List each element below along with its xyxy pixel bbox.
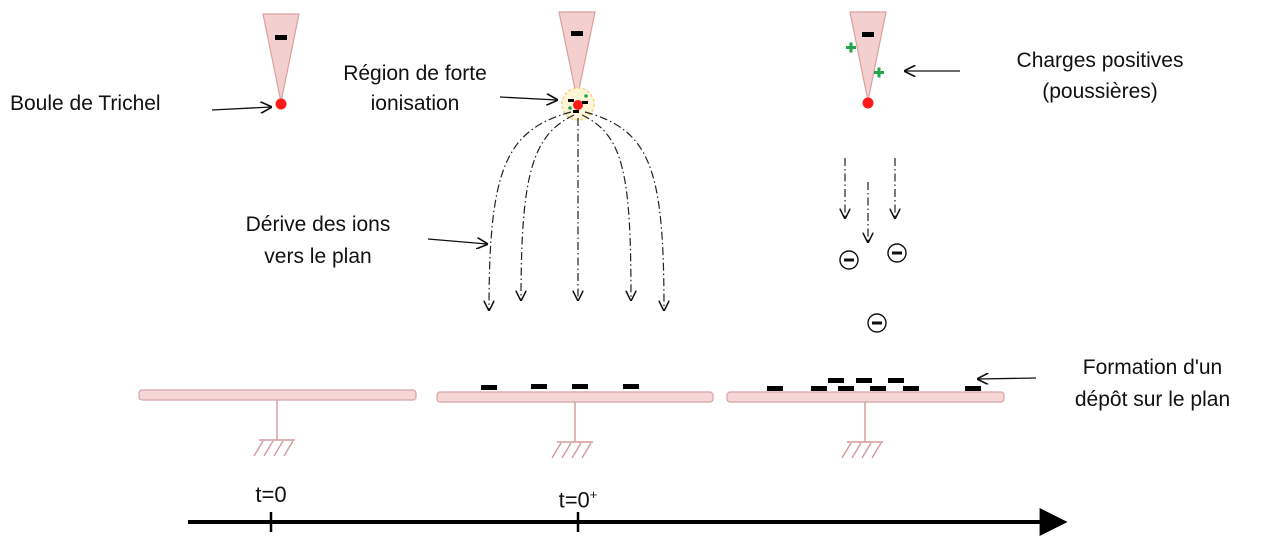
falling-drift-lines [845, 158, 895, 242]
positive-charge [584, 94, 588, 98]
ionisation-core [573, 100, 583, 110]
deposited-charge [572, 384, 588, 389]
positive-charge-icon [874, 67, 884, 78]
ground-symbol-3 [841, 402, 883, 459]
trichel-ball-label: Boule de Trichel [10, 92, 161, 115]
panel-t0plus [427, 11, 714, 459]
field-line [489, 111, 572, 310]
negative-dust-icon [867, 313, 887, 333]
deposited-charge [481, 385, 497, 390]
timeline-label-t0plus-text: t=0 [558, 487, 590, 513]
negative-dust-icon [839, 250, 859, 270]
field-line [584, 111, 664, 310]
deposited-charge [811, 386, 827, 391]
deposited-charge [888, 378, 904, 383]
needle-tip-2 [558, 11, 596, 100]
drift-label-line1: Dérive des ions [245, 213, 391, 236]
drift-label-line2: vers le plan [264, 245, 372, 268]
positive-charge [568, 106, 572, 110]
negative-dust-icon [887, 243, 907, 263]
timeline-label-t0plus-sup: + [589, 487, 598, 502]
negative-charge [275, 35, 287, 40]
trichel-ball [275, 98, 287, 110]
drift-pointer-arrow [427, 239, 487, 244]
timeline-label-t0plus: t=0+ [538, 482, 618, 513]
trichel-ball [862, 97, 874, 109]
positive-charge-icon [846, 42, 856, 53]
needle-tip-3 [849, 11, 887, 102]
deposit-label-line2: dépôt sur le plan [1074, 388, 1231, 411]
deposited-charge [828, 378, 844, 383]
positive-charges-label-line1: Charges positives [1016, 49, 1184, 72]
panel-t0 [138, 13, 417, 457]
ionisation-label-line2: ionisation [370, 92, 460, 115]
deposited-charge [531, 384, 547, 389]
ground-plane-3 [726, 391, 1005, 403]
deposit-pointer-arrow [978, 378, 1037, 379]
deposit-label-line1: Formation d'un [1082, 356, 1223, 379]
negative-charge [571, 31, 583, 36]
ionisation-label-line1: Région de forte [343, 62, 487, 85]
ionisation-pointer-arrow [499, 97, 557, 100]
needle-tip-1 [262, 13, 300, 103]
negative-charge [568, 99, 574, 102]
field-line [581, 114, 631, 300]
timeline-label-t0: t=0 [255, 482, 287, 507]
deposited-charge [903, 386, 919, 391]
field-line [521, 114, 575, 300]
deposited-charge [623, 384, 639, 389]
ground-plane-2 [436, 391, 714, 403]
deposited-charge [870, 386, 886, 391]
trichel-pointer-arrow [211, 107, 271, 110]
timeline [188, 508, 1068, 536]
drift-field-lines [489, 111, 664, 310]
negative-charge [862, 32, 874, 37]
panel-deposit [726, 11, 1037, 459]
deposited-charge [767, 386, 783, 391]
ground-symbol-1 [253, 400, 295, 457]
ground-symbol-2 [551, 402, 593, 459]
deposited-charge [965, 386, 981, 391]
negative-charge [582, 101, 588, 104]
deposited-charge [856, 378, 872, 383]
negative-charge [573, 110, 579, 113]
positive-charges-label-line2: (poussières) [1042, 80, 1158, 103]
deposited-charge [838, 386, 854, 391]
ground-plane-1 [138, 389, 417, 401]
